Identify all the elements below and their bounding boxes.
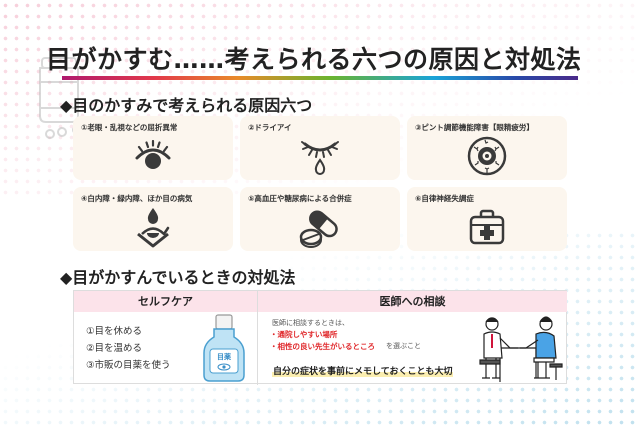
- doctor-point: ・通院しやすい場所: [270, 330, 338, 339]
- doctor-consult-header: 医師への相談: [258, 291, 567, 312]
- eye-drop-bottle-icon: 目薬: [203, 314, 245, 382]
- doctor-intro: 医師に相談するときは、: [272, 319, 349, 327]
- cause-card-eye-disease: ④白内障・緑内障、ほか目の病気: [73, 187, 233, 251]
- eye-drop-icon: [131, 206, 175, 248]
- page-title: 目がかすむ……考えられる六つの原因と対処法: [46, 45, 582, 74]
- cause-label: ④白内障・緑内障、ほか目の病気: [81, 194, 193, 203]
- cause-label: ⑥自律神経失調症: [415, 194, 474, 203]
- causes-grid: ①老眼・乱視などの屈折異常 ②ドライアイ ③ピント調節機能障害【眼精疲労】: [73, 116, 567, 251]
- column-divider: [257, 291, 258, 385]
- doctor-point: ・相性の良い先生がいるところ: [270, 342, 375, 351]
- closed-eye-tear-icon: [298, 135, 342, 177]
- doctor-suffix: を選ぶこと: [386, 342, 421, 350]
- remedies-table: セルフケア 医師への相談 ①目を休める ②目を温める ③市販の目薬を使う 目薬 …: [73, 290, 567, 385]
- cause-label: ②ドライアイ: [248, 123, 292, 132]
- svg-text:目薬: 目薬: [217, 352, 232, 361]
- cause-card-autonomic: ⑥自律神経失調症: [407, 187, 567, 251]
- bloodshot-eye-icon: [465, 135, 509, 177]
- pills-icon: [298, 206, 342, 248]
- causes-heading: ◆目のかすみで考えられる原因六つ: [60, 96, 313, 115]
- memo-tip: 自分の症状を事前にメモしておくことも大切: [272, 364, 454, 377]
- self-care-list: ①目を休める ②目を温める ③市販の目薬を使う: [86, 323, 171, 374]
- cause-label: ③ピント調節機能障害【眼精疲労】: [415, 123, 534, 132]
- self-care-item: ③市販の目薬を使う: [86, 360, 171, 371]
- cause-card-refractive: ①老眼・乱視などの屈折異常: [73, 116, 233, 180]
- self-care-header: セルフケア: [74, 291, 257, 312]
- first-aid-kit-icon: [465, 206, 509, 248]
- self-care-item: ②目を温める: [86, 343, 143, 354]
- cause-card-complications: ⑤高血圧や糖尿病による合併症: [240, 187, 400, 251]
- doctor-consultation-illustration: [479, 316, 563, 382]
- cause-card-dry-eye: ②ドライアイ: [240, 116, 400, 180]
- cause-label: ⑤高血圧や糖尿病による合併症: [248, 194, 352, 203]
- rainbow-divider: [62, 76, 578, 80]
- cause-label: ①老眼・乱視などの屈折異常: [81, 123, 178, 132]
- self-care-item: ①目を休める: [86, 326, 143, 337]
- remedies-heading: ◆目がかすんでいるときの対処法: [60, 268, 296, 287]
- cause-card-eye-strain: ③ピント調節機能障害【眼精疲労】: [407, 116, 567, 180]
- eye-icon: [131, 135, 175, 177]
